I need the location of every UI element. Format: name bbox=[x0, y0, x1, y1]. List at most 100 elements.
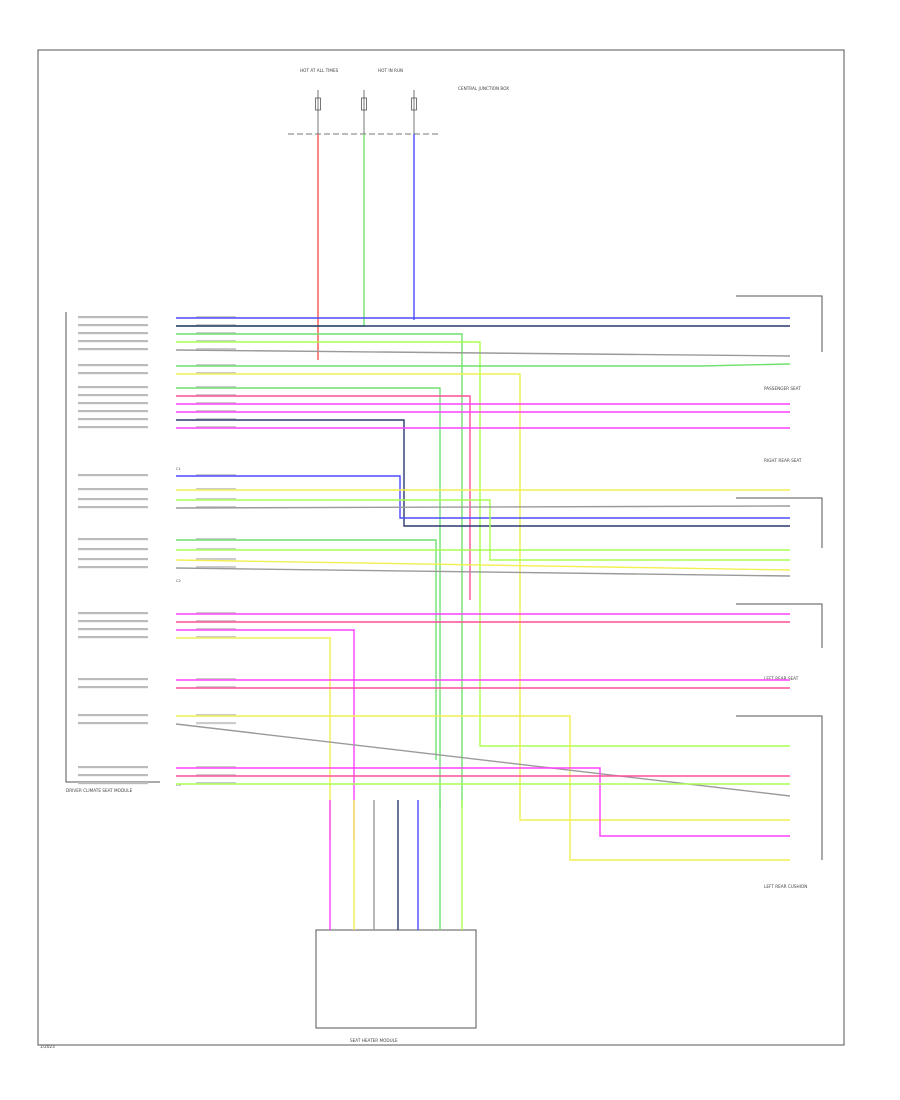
left-module-footer: DRIVER CLIMATE SEAT MODULE bbox=[66, 788, 133, 793]
fuse-2 bbox=[361, 90, 367, 134]
wire-gray-3 bbox=[175, 567, 791, 577]
pin-label-31 bbox=[78, 774, 148, 777]
pin-label-16 bbox=[78, 498, 148, 501]
wires bbox=[175, 134, 791, 930]
wire-code-2 bbox=[196, 324, 236, 327]
wire-code-22 bbox=[196, 612, 236, 615]
pin-label-27 bbox=[78, 686, 148, 689]
wire-yellow-5 bbox=[176, 715, 790, 861]
wire-code-8 bbox=[196, 386, 236, 389]
connector-c1: C1 bbox=[176, 467, 181, 471]
wire-code-18 bbox=[196, 538, 236, 541]
bottom-component: SEAT HEATER MODULE bbox=[315, 929, 477, 1043]
pin-label-32 bbox=[78, 782, 148, 785]
pin-label-29 bbox=[78, 722, 148, 725]
wire-navy-2 bbox=[176, 419, 790, 527]
pin-label-11 bbox=[78, 410, 148, 413]
pin-label-1 bbox=[78, 316, 148, 319]
connector-c3: C3 bbox=[176, 783, 181, 787]
wire-yellow-3 bbox=[175, 559, 791, 571]
wire-code-30 bbox=[196, 766, 236, 769]
pin-label-3 bbox=[78, 332, 148, 335]
wire-code-11 bbox=[196, 410, 236, 413]
pin-label-9 bbox=[78, 394, 148, 397]
wire-gray-1 bbox=[175, 349, 791, 357]
connector-c2: C2 bbox=[176, 579, 181, 583]
bottom-component-label: SEAT HEATER MODULE bbox=[350, 1038, 398, 1043]
wire-gray-2 bbox=[175, 505, 791, 509]
wire-code-12 bbox=[196, 418, 236, 421]
wire-code-15 bbox=[196, 488, 236, 491]
wire-code-4 bbox=[196, 340, 236, 343]
pin-label-12 bbox=[78, 418, 148, 421]
wire-yellow-1 bbox=[176, 373, 790, 821]
wire-green-4 bbox=[176, 387, 441, 808]
pin-label-2 bbox=[78, 324, 148, 327]
pin-label-17 bbox=[78, 506, 148, 509]
component-label-0: PASSENGER SEAT bbox=[764, 386, 801, 391]
wire-lime-2 bbox=[176, 499, 790, 561]
wire-code-9 bbox=[196, 394, 236, 397]
left-pin-labels bbox=[78, 316, 236, 785]
wire-code-24 bbox=[196, 628, 236, 631]
wire-pink-1 bbox=[176, 395, 471, 600]
wire-code-27 bbox=[196, 686, 236, 689]
component-label-3: LEFT REAR CUSHION bbox=[764, 884, 807, 889]
pin-label-6 bbox=[78, 364, 148, 367]
wire-code-5 bbox=[196, 348, 236, 351]
wire-code-10 bbox=[196, 402, 236, 405]
pin-label-30 bbox=[78, 766, 148, 769]
wire-code-17 bbox=[196, 506, 236, 509]
component-frame-4 bbox=[736, 715, 823, 860]
wire-lime-1 bbox=[176, 341, 790, 747]
pin-label-26 bbox=[78, 678, 148, 681]
wire-green-feed bbox=[176, 134, 365, 327]
pin-label-13 bbox=[78, 426, 148, 429]
pin-label-5 bbox=[78, 348, 148, 351]
diagram-frame bbox=[37, 49, 845, 1046]
fuse-1 bbox=[315, 90, 321, 134]
pin-label-8 bbox=[78, 386, 148, 389]
pin-label-15 bbox=[78, 488, 148, 491]
pin-label-19 bbox=[78, 548, 148, 551]
pin-label-22 bbox=[78, 612, 148, 615]
wire-code-3 bbox=[196, 332, 236, 335]
wire-code-14 bbox=[196, 474, 236, 477]
pin-label-10 bbox=[78, 402, 148, 405]
pin-label-28 bbox=[78, 714, 148, 717]
pin-label-20 bbox=[78, 558, 148, 561]
pin-label-23 bbox=[78, 620, 148, 623]
wire-code-16 bbox=[196, 498, 236, 501]
pin-label-25 bbox=[78, 636, 148, 639]
wire-code-28 bbox=[196, 714, 236, 717]
pin-label-4 bbox=[78, 340, 148, 343]
wire-code-29 bbox=[196, 722, 236, 725]
wire-code-26 bbox=[196, 678, 236, 681]
wire-code-19 bbox=[196, 548, 236, 551]
wire-code-23 bbox=[196, 620, 236, 623]
component-label-1: RIGHT REAR SEAT bbox=[764, 458, 802, 463]
component-frame-3 bbox=[736, 603, 823, 648]
wire-blue-2 bbox=[176, 475, 790, 519]
component-label-2: LEFT REAR SEAT bbox=[764, 676, 799, 681]
pin-label-21 bbox=[78, 566, 148, 569]
wire-code-1 bbox=[196, 316, 236, 319]
pin-label-7 bbox=[78, 372, 148, 375]
wire-magenta-7 bbox=[176, 767, 790, 837]
left-module: DRIVER CLIMATE SEAT MODULE C1 C2 C3 bbox=[65, 312, 181, 793]
wire-code-20 bbox=[196, 558, 236, 561]
component-frame-2 bbox=[736, 497, 823, 548]
fuse-label-right: HOT IN RUN bbox=[378, 68, 403, 73]
wire-code-31 bbox=[196, 774, 236, 777]
wire-code-21 bbox=[196, 566, 236, 569]
wire-magenta-5 bbox=[176, 629, 355, 840]
fuse-3 bbox=[411, 90, 417, 134]
wire-code-7 bbox=[196, 372, 236, 375]
component-frame-1 bbox=[736, 295, 823, 352]
wire-yellow-4 bbox=[176, 637, 331, 840]
pin-label-24 bbox=[78, 628, 148, 631]
fuse-note: CENTRAL JUNCTION BOX bbox=[458, 86, 509, 91]
wire-gray-4 bbox=[175, 723, 791, 797]
wire-code-6 bbox=[196, 364, 236, 367]
